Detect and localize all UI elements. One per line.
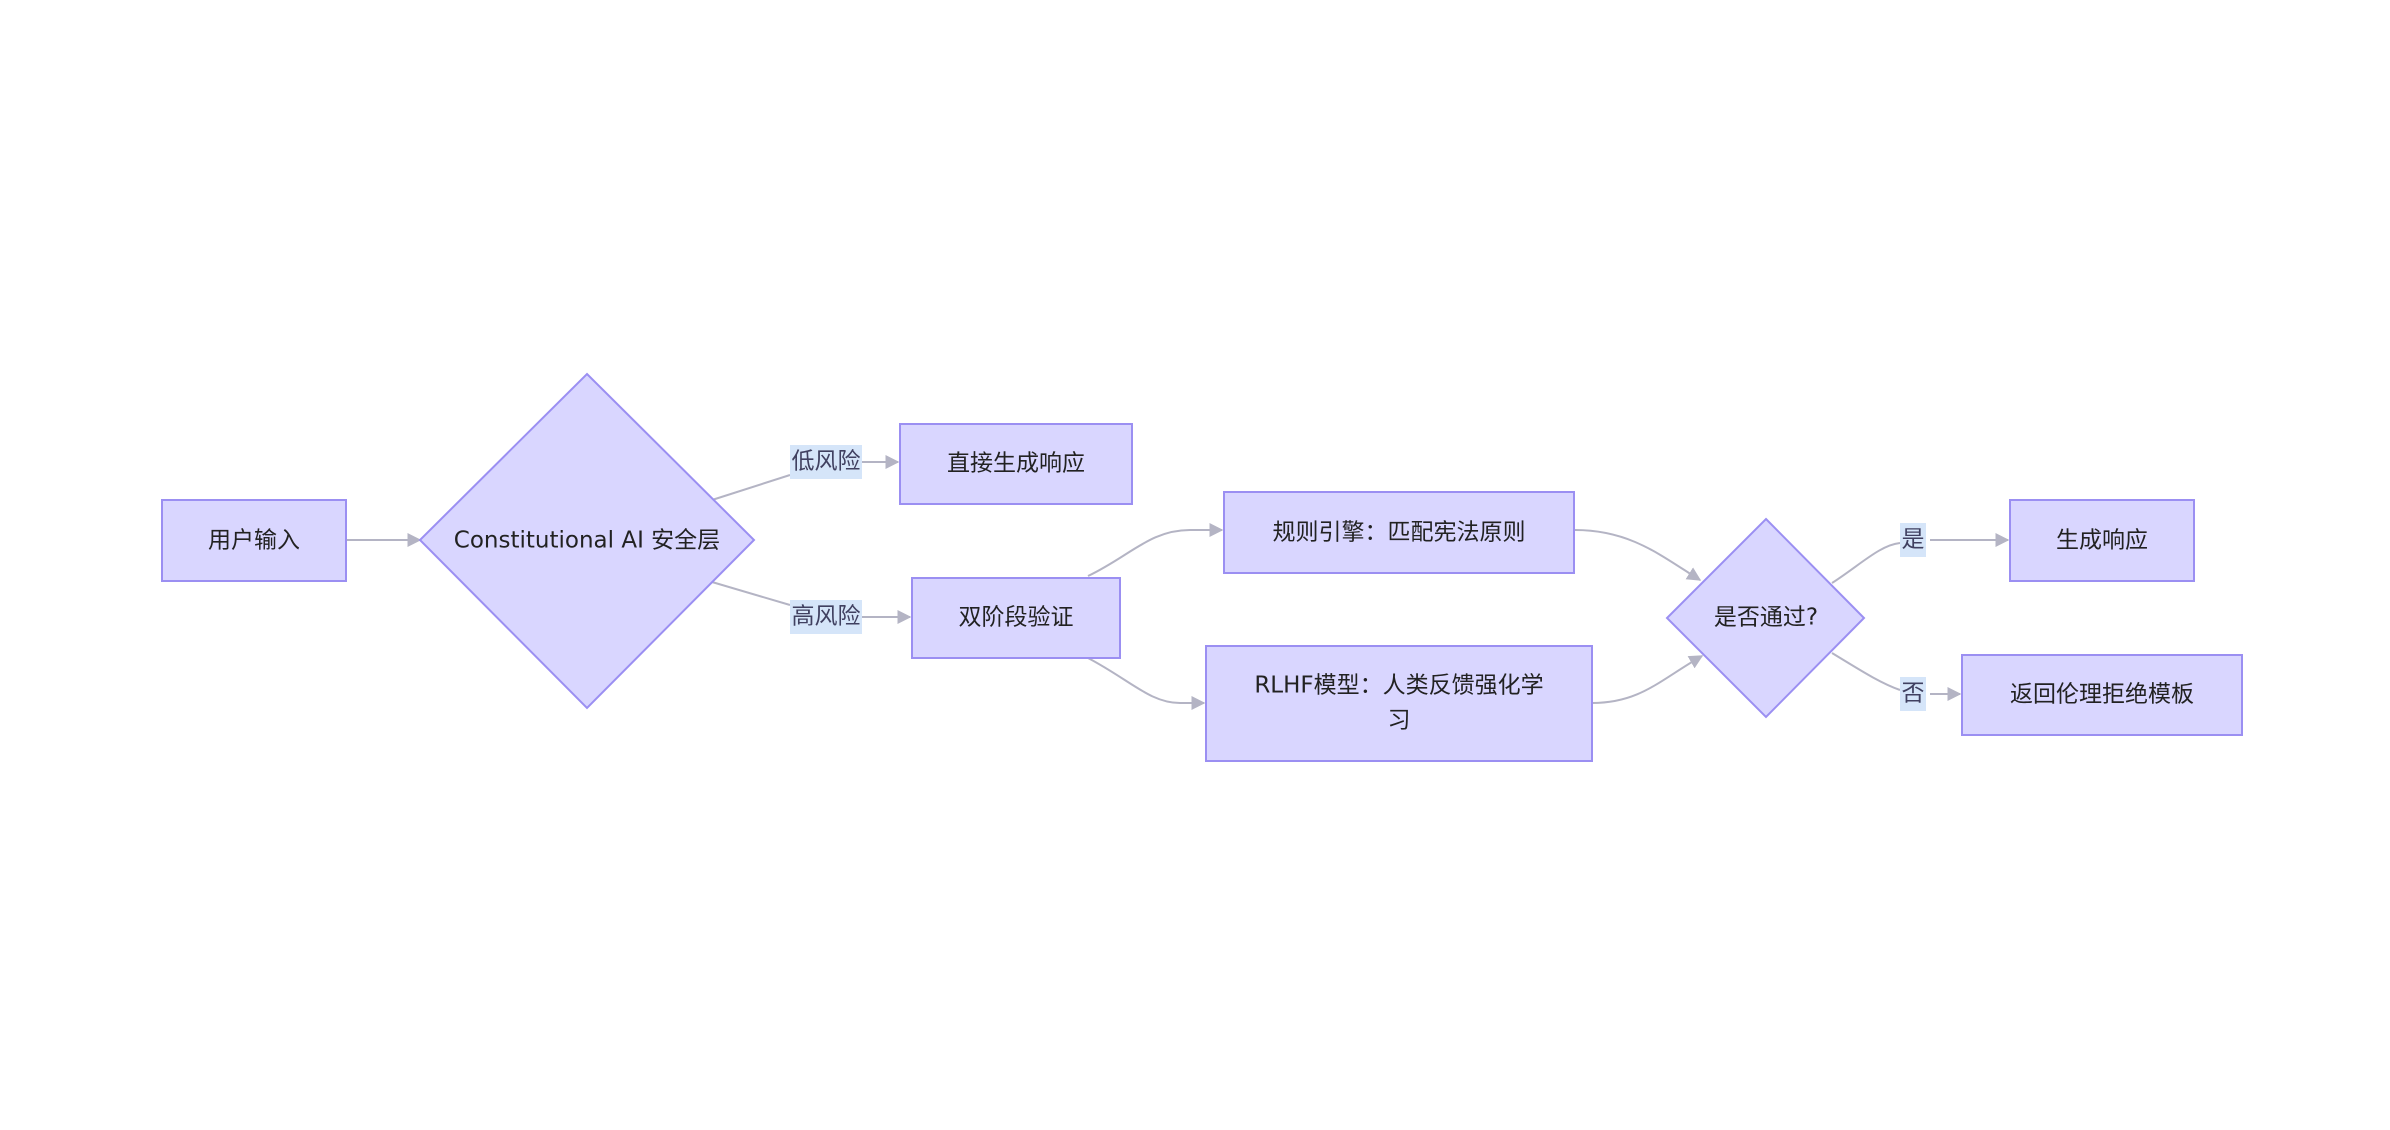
- node-reject-template: 返回伦理拒绝模板: [1961, 654, 2243, 736]
- edge-safety-to-low-risk: [711, 474, 791, 501]
- nodes: 用户输入 Constitutional AI 安全层 直接生成响应 双阶段验证 …: [161, 372, 2243, 762]
- svg-text:习: 习: [1388, 708, 1411, 734]
- node-two-stage-verification: 双阶段验证: [911, 577, 1121, 659]
- edge-label-low-risk: 低风险: [790, 445, 862, 479]
- node-generate-response: 生成响应: [2009, 499, 2195, 582]
- svg-text:低风险: 低风险: [792, 449, 861, 475]
- edges: [346, 455, 2010, 710]
- node-rlhf-model: RLHF模型：人类反馈强化学 习: [1205, 645, 1593, 762]
- edge-rlhf-to-decision: [1591, 655, 1704, 704]
- node-user-input: 用户输入: [161, 499, 347, 582]
- svg-text:双阶段验证: 双阶段验证: [959, 605, 1074, 631]
- edge-decision-to-yes: [1831, 542, 1901, 584]
- svg-text:否: 否: [1902, 681, 1925, 707]
- svg-text:生成响应: 生成响应: [2056, 528, 2148, 554]
- edge-two-stage-to-rule-engine: [1087, 523, 1224, 577]
- node-rule-engine: 规则引擎：匹配宪法原则: [1223, 491, 1575, 574]
- svg-text:高风险: 高风险: [792, 604, 861, 630]
- edge-label-no: 否: [1900, 677, 1926, 711]
- edge-label-yes: 是: [1900, 523, 1926, 557]
- svg-text:直接生成响应: 直接生成响应: [947, 451, 1085, 477]
- svg-text:RLHF模型：人类反馈强化学: RLHF模型：人类反馈强化学: [1254, 673, 1543, 699]
- node-pass-decision: 是否通过?: [1665, 517, 1866, 719]
- svg-text:规则引擎：匹配宪法原则: 规则引擎：匹配宪法原则: [1273, 520, 1526, 546]
- node-direct-response: 直接生成响应: [899, 423, 1133, 505]
- svg-text:是: 是: [1902, 527, 1925, 553]
- edge-two-stage-to-rlhf: [1087, 657, 1206, 710]
- node-safety-layer: Constitutional AI 安全层: [418, 372, 756, 710]
- edge-labels: 低风险 高风险 是 否: [790, 445, 1926, 711]
- edge-rule-engine-to-decision: [1574, 529, 1702, 581]
- edge-label-high-risk: 高风险: [790, 600, 862, 634]
- svg-text:是否通过?: 是否通过?: [1714, 605, 1818, 631]
- edge-safety-to-high-risk: [711, 581, 791, 606]
- svg-text:用户输入: 用户输入: [208, 528, 300, 554]
- edge-decision-to-no: [1831, 652, 1901, 691]
- svg-text:返回伦理拒绝模板: 返回伦理拒绝模板: [2010, 682, 2194, 708]
- svg-text:Constitutional AI 安全层: Constitutional AI 安全层: [454, 528, 720, 554]
